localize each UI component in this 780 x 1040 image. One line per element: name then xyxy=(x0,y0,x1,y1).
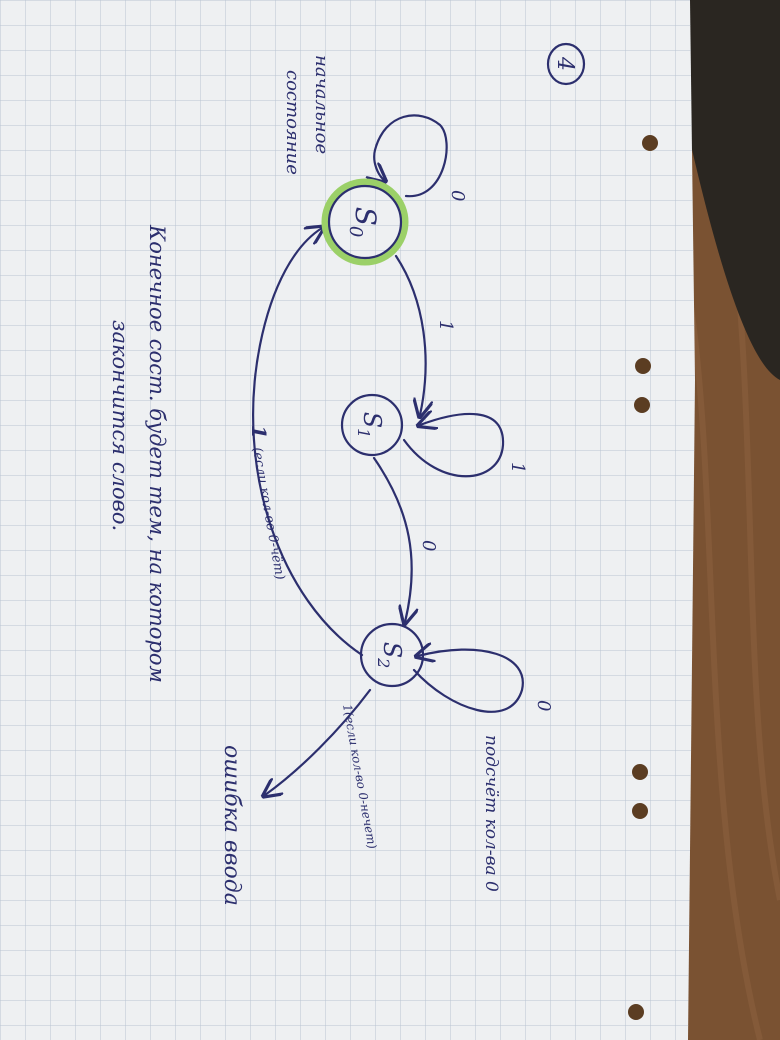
s0-loop-label: 0 xyxy=(447,190,468,201)
s2-loop-label: 0 xyxy=(533,700,554,711)
state-s2-label: S xyxy=(378,642,406,658)
svg-text:S2: S2 xyxy=(374,642,406,669)
state-s0-label: S xyxy=(349,207,382,226)
s1-to-s2-label: 0 xyxy=(418,540,439,551)
s0-to-s1-label: 1 xyxy=(435,320,456,331)
punch-holes xyxy=(628,135,658,1020)
s2-to-s0-symbol: 1 xyxy=(247,425,271,439)
s2-loop-arrow xyxy=(414,650,524,713)
start-label-line1: начальное xyxy=(311,55,332,154)
final-note-line1: Конечное сост. будет тем, на котором xyxy=(145,224,169,683)
state-s1: S1 xyxy=(340,393,404,457)
state-s2-sub: 2 xyxy=(374,657,393,668)
s1-loop-arrow xyxy=(402,414,505,478)
state-s1-label: S xyxy=(358,412,386,428)
state-s0: S0 xyxy=(321,178,409,266)
state-s0-sub: 0 xyxy=(345,226,366,237)
s1-loop-label: 1 xyxy=(507,462,528,473)
graph-paper xyxy=(0,0,695,1040)
s0-loop-arrow xyxy=(374,114,448,198)
start-label-line2: состояние xyxy=(282,70,303,175)
state-s1-sub: 1 xyxy=(354,428,373,438)
s2-to-s0-arrow xyxy=(252,228,364,657)
page-number-mark: 4 xyxy=(546,42,586,86)
s2-to-error-arrow xyxy=(265,688,372,795)
loop-count-note: подсчёт кол-ва 0 xyxy=(481,735,501,892)
s1-to-s2-arrow xyxy=(372,456,412,622)
page-number: 4 xyxy=(552,56,577,71)
svg-text:S1: S1 xyxy=(354,412,386,439)
final-note-line2: закончится слово. xyxy=(108,320,132,531)
error-label: ошибка ввода xyxy=(219,745,244,906)
s0-to-s1-arrow xyxy=(394,254,426,415)
svg-text:S0: S0 xyxy=(345,207,382,238)
state-s2: S2 xyxy=(359,622,425,688)
